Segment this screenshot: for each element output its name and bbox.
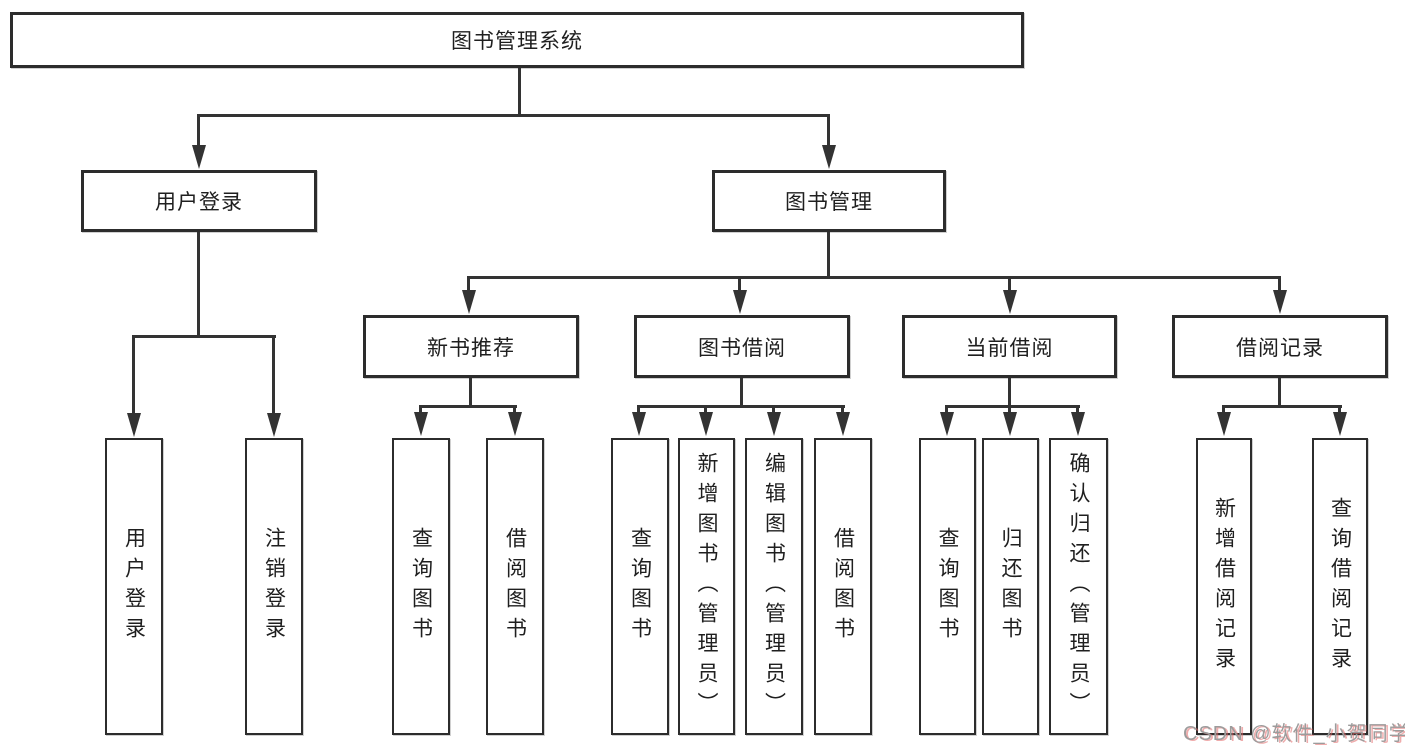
leaf-label: 查询图书 xyxy=(628,526,652,647)
node-leaf-borrow-books-recommend: 借阅图书 xyxy=(486,438,544,735)
connector-line xyxy=(469,378,472,408)
node-leaf-edit-books-admin: 编辑图书（管理员） xyxy=(745,438,803,735)
leaf-label: 查询图书 xyxy=(409,526,433,647)
arrowhead-icon xyxy=(1003,290,1017,314)
leaf-label: 确认归还（管理员） xyxy=(1067,451,1090,722)
connector-line xyxy=(132,335,135,415)
node-book-management: 图书管理 xyxy=(712,170,946,232)
arrowhead-icon xyxy=(1217,412,1231,436)
connector-line xyxy=(467,276,470,294)
arrowhead-icon xyxy=(192,145,206,169)
arrowhead-icon xyxy=(1003,412,1017,436)
connector-line xyxy=(1278,378,1281,408)
arrowhead-icon xyxy=(940,412,954,436)
connector-line xyxy=(467,276,1281,279)
connector-line xyxy=(945,405,1080,408)
connector-line xyxy=(738,276,741,294)
leaf-label: 新增借阅记录 xyxy=(1212,496,1236,677)
connector-line xyxy=(637,405,640,415)
connector-line xyxy=(197,232,200,338)
node-leaf-add-books-admin: 新增图书（管理员） xyxy=(678,438,735,735)
leaf-label: 用户登录 xyxy=(122,526,146,647)
connector-line xyxy=(827,114,830,148)
arrowhead-icon xyxy=(462,290,476,314)
node-user-login: 用户登录 xyxy=(81,170,317,232)
arrowhead-icon xyxy=(699,412,713,436)
node-library-management-system: 图书管理系统 xyxy=(10,12,1024,68)
leaf-label: 注销登录 xyxy=(262,526,286,647)
node-leaf-add-borrow-record: 新增借阅记录 xyxy=(1196,438,1252,735)
arrowhead-icon xyxy=(733,290,747,314)
arrowhead-icon xyxy=(127,413,141,437)
node-leaf-query-books-current: 查询图书 xyxy=(919,438,976,735)
leaf-label: 查询借阅记录 xyxy=(1328,496,1352,677)
node-leaf-return-books: 归还图书 xyxy=(982,438,1039,735)
leaf-label: 新增图书（管理员） xyxy=(695,451,718,722)
connector-line xyxy=(132,335,276,338)
connector-line xyxy=(945,405,948,415)
connector-line xyxy=(637,405,845,408)
node-book-borrowing: 图书借阅 xyxy=(634,315,850,378)
connector-line xyxy=(1338,405,1341,415)
connector-line xyxy=(827,232,830,279)
connector-line xyxy=(419,405,517,408)
connector-line xyxy=(1008,276,1011,294)
connector-line xyxy=(1222,405,1225,415)
leaf-label: 借阅图书 xyxy=(831,526,855,647)
node-leaf-confirm-return-admin: 确认归还（管理员） xyxy=(1049,438,1108,735)
node-leaf-query-books-recommend: 查询图书 xyxy=(392,438,450,735)
node-leaf-query-borrow-record: 查询借阅记录 xyxy=(1312,438,1368,735)
node-borrow-records: 借阅记录 xyxy=(1172,315,1388,378)
csdn-watermark: CSDN @软件_小贺同学 xyxy=(1183,723,1405,745)
connector-line xyxy=(513,405,516,415)
arrowhead-icon xyxy=(1273,290,1287,314)
arrowhead-icon xyxy=(836,412,850,436)
arrowhead-icon xyxy=(508,412,522,436)
node-leaf-user-login: 用户登录 xyxy=(105,438,163,735)
arrowhead-icon xyxy=(414,412,428,436)
node-leaf-query-books-borrowing: 查询图书 xyxy=(611,438,669,735)
node-new-book-recommend: 新书推荐 xyxy=(363,315,579,378)
connector-root-bar xyxy=(197,114,830,117)
connector-line xyxy=(1008,405,1011,415)
leaf-label: 查询图书 xyxy=(936,526,959,647)
node-leaf-borrow-books: 借阅图书 xyxy=(814,438,872,735)
leaf-label: 借阅图书 xyxy=(503,526,527,647)
connector-line xyxy=(1222,405,1342,408)
connector-line xyxy=(272,335,275,415)
leaf-label: 归还图书 xyxy=(999,526,1022,647)
arrowhead-icon xyxy=(632,412,646,436)
connector-line xyxy=(1076,405,1079,415)
arrowhead-icon xyxy=(267,413,281,437)
arrowhead-icon xyxy=(1333,412,1347,436)
node-leaf-logout: 注销登录 xyxy=(245,438,303,735)
connector-line xyxy=(772,405,775,415)
arrowhead-icon xyxy=(767,412,781,436)
connector-line xyxy=(1278,276,1281,294)
connector-line xyxy=(841,405,844,415)
connector-root-stem xyxy=(518,68,521,115)
leaf-label: 编辑图书（管理员） xyxy=(762,451,786,722)
node-current-borrowing: 当前借阅 xyxy=(902,315,1117,378)
arrowhead-icon xyxy=(1071,412,1085,436)
connector-line xyxy=(419,405,422,415)
arrowhead-icon xyxy=(822,145,836,169)
connector-line xyxy=(740,378,743,408)
connector-line xyxy=(704,405,707,415)
connector-line xyxy=(1008,378,1011,408)
connector-line xyxy=(197,114,200,148)
